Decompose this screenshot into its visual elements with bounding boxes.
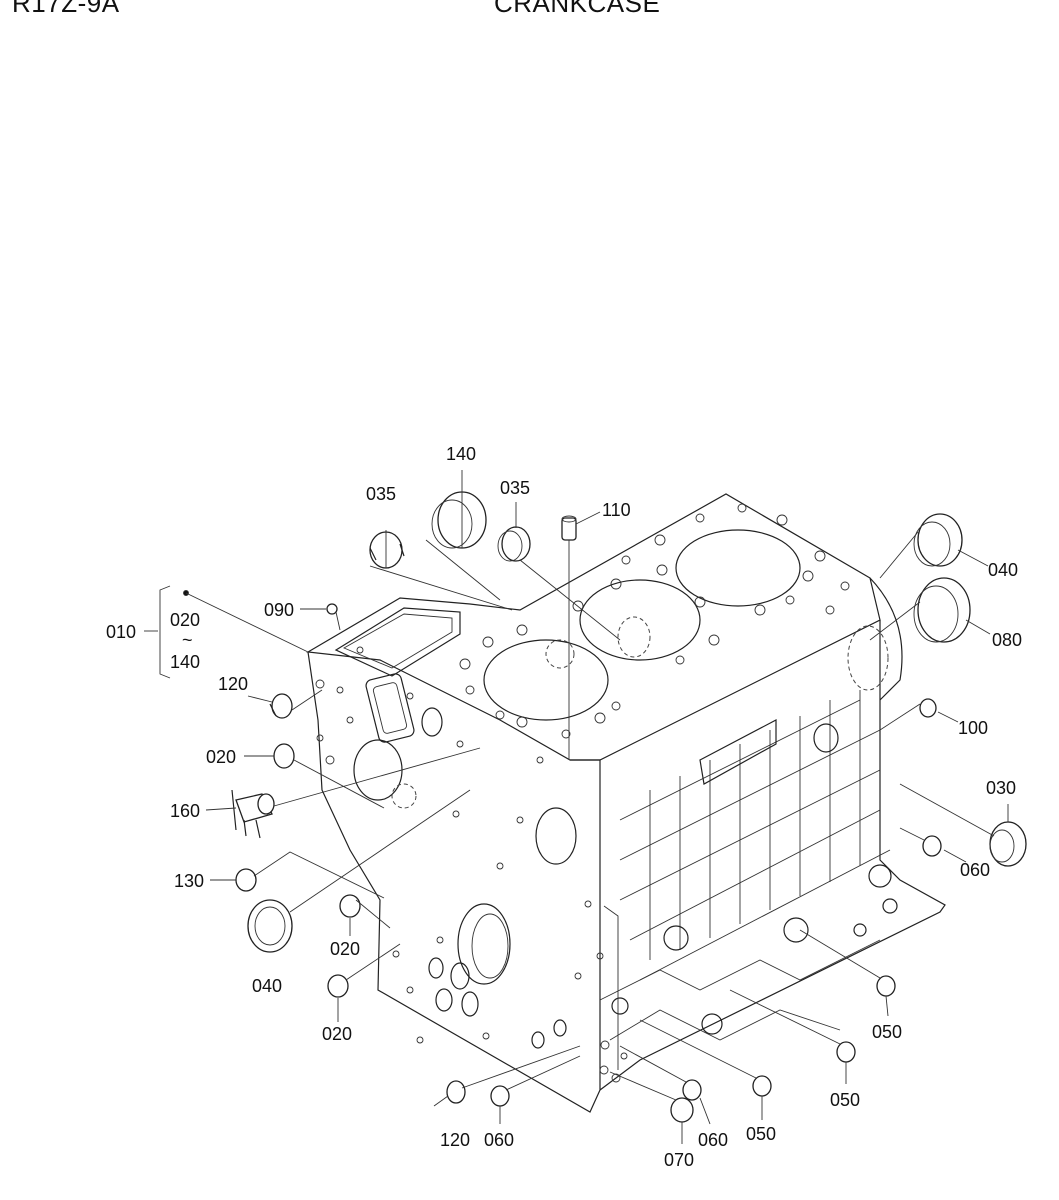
callout-050-bottom: 050 (746, 1124, 776, 1144)
callout-050-right: 050 (872, 1022, 902, 1042)
callout-050-middle: 050 (830, 1090, 860, 1110)
callout-080: 080 (992, 630, 1022, 650)
callout-020-upper: 020 (206, 747, 236, 767)
callout-140-range-end: 140 (170, 652, 200, 672)
callout-060-bottom-left: 060 (484, 1130, 514, 1150)
callout-040-left: 040 (252, 976, 282, 996)
leader-lines (144, 470, 1009, 1144)
callout-010: 010 (106, 622, 136, 642)
callout-040-right: 040 (988, 560, 1018, 580)
callout-035-right: 035 (500, 478, 530, 498)
callout-110: 110 (602, 500, 631, 520)
callout-035-left: 035 (366, 484, 396, 504)
callout-range-tilde: ~ (182, 630, 193, 650)
callout-060-right: 060 (960, 860, 990, 880)
callout-070: 070 (664, 1150, 694, 1170)
callout-020-range-start: 020 (170, 610, 200, 630)
callout-020-lower: 020 (322, 1024, 352, 1044)
diagram-title: CRANKCASE (494, 0, 661, 18)
callout-labels: 010 020 ~ 140 090 120 020 160 130 040 02… (106, 444, 1022, 1170)
callout-120-top: 120 (218, 674, 248, 694)
callout-120-bottom: 120 (440, 1130, 470, 1150)
callout-090: 090 (264, 600, 294, 620)
crankcase-block (306, 493, 946, 1113)
callout-030: 030 (986, 778, 1016, 798)
callout-130: 130 (174, 871, 204, 891)
callout-100: 100 (958, 718, 988, 738)
model-code: R17Z-9A (12, 0, 120, 18)
callout-060-bottom-middle: 060 (698, 1130, 728, 1150)
callout-160: 160 (170, 801, 200, 821)
callout-020-middle: 020 (330, 939, 360, 959)
callout-140-top: 140 (446, 444, 476, 464)
